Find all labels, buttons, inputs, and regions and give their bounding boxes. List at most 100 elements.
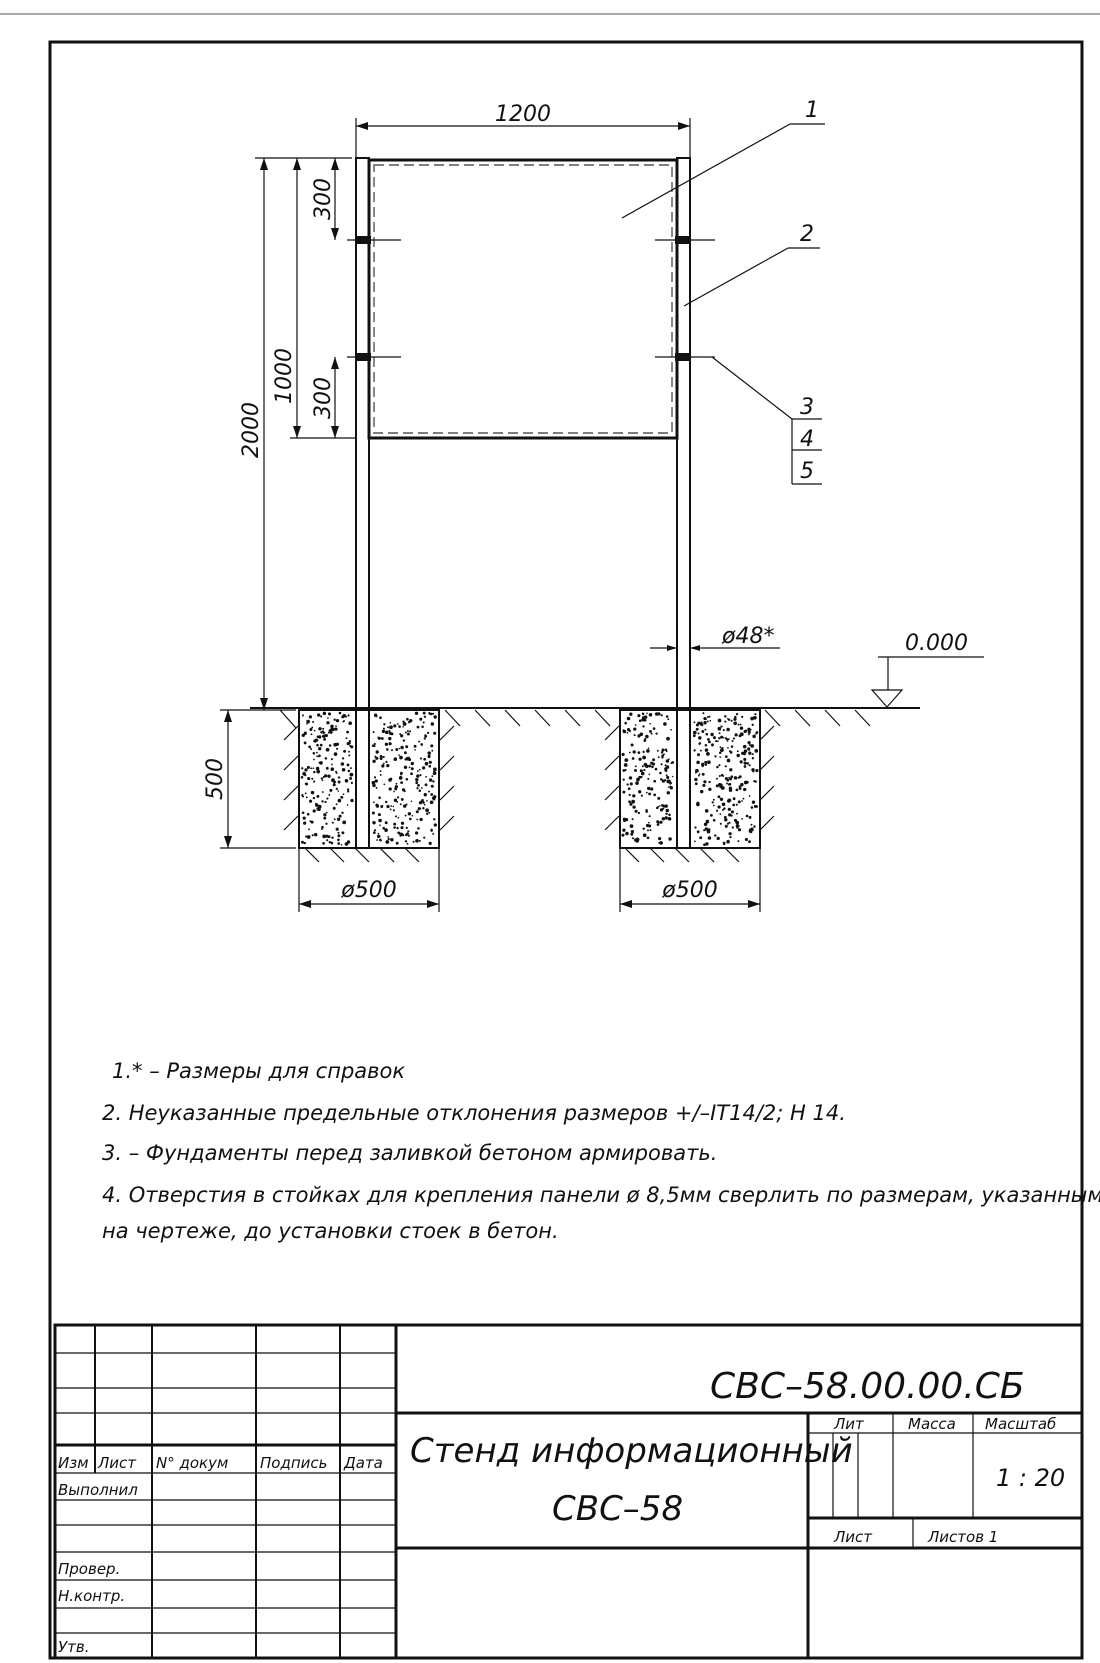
concrete-speckle	[320, 828, 323, 830]
concrete-speckle	[325, 766, 329, 770]
concrete-speckle	[647, 786, 651, 791]
concrete-speckle	[388, 729, 391, 733]
concrete-speckle	[430, 829, 433, 832]
concrete-speckle	[693, 749, 696, 752]
concrete-speckle	[733, 721, 737, 726]
concrete-speckle	[728, 786, 733, 790]
concrete-speckle	[347, 714, 350, 717]
concrete-speckle	[372, 820, 376, 825]
concrete-speckle	[665, 750, 668, 753]
concrete-speckle	[393, 757, 398, 761]
concrete-speckle	[371, 811, 375, 815]
concrete-speckle	[417, 784, 420, 787]
concrete-speckle	[726, 758, 731, 763]
concrete-speckle	[747, 733, 750, 736]
concrete-speckle	[344, 779, 349, 783]
concrete-speckle	[628, 793, 631, 797]
concrete-speckle	[323, 813, 327, 817]
concrete-speckle	[692, 734, 696, 738]
concrete-speckle	[342, 713, 347, 718]
concrete-speckle	[718, 764, 721, 767]
concrete-speckle	[423, 757, 427, 761]
concrete-speckle	[419, 774, 422, 777]
concrete-speckle	[392, 809, 395, 812]
concrete-speckle	[667, 816, 672, 821]
concrete-speckle	[419, 717, 423, 721]
concrete-speckle	[671, 761, 675, 764]
concrete-speckle	[660, 714, 663, 717]
concrete-speckle	[694, 826, 697, 829]
concrete-speckle	[327, 712, 332, 716]
concrete-speckle	[338, 814, 342, 818]
concrete-speckle	[745, 780, 749, 784]
concrete-speckle	[405, 778, 409, 781]
concrete-speckle	[750, 806, 754, 809]
concrete-speckle	[325, 822, 328, 825]
tb-role-approved: Утв.	[58, 1638, 90, 1656]
concrete-speckle	[667, 779, 671, 783]
concrete-speckle	[719, 797, 724, 801]
concrete-speckle	[311, 726, 314, 729]
concrete-speckle	[340, 762, 345, 766]
concrete-speckle	[715, 740, 718, 743]
concrete-speckle	[706, 752, 710, 756]
concrete-speckle	[316, 794, 320, 798]
concrete-speckle	[730, 719, 733, 722]
concrete-speckle	[335, 771, 338, 775]
concrete-speckle	[662, 753, 665, 756]
concrete-speckle	[665, 759, 670, 763]
concrete-speckle	[647, 747, 650, 750]
concrete-speckle	[661, 748, 665, 752]
tb-header-date: Дата	[343, 1454, 383, 1472]
concrete-speckle	[312, 809, 316, 813]
concrete-speckle	[396, 826, 399, 830]
concrete-speckle	[710, 814, 713, 817]
concrete-speckle	[751, 800, 756, 804]
concrete-speckle	[390, 805, 393, 807]
concrete-speckle	[705, 732, 709, 736]
concrete-speckle	[312, 721, 315, 723]
dim-foundation-left: ø500	[340, 878, 396, 903]
concrete-speckle	[652, 727, 656, 730]
concrete-speckle	[704, 763, 708, 766]
concrete-speckle	[657, 756, 660, 759]
concrete-speckle	[642, 827, 645, 830]
concrete-speckle	[646, 836, 650, 840]
concrete-speckle	[716, 765, 719, 769]
concrete-speckle	[433, 767, 437, 772]
concrete-speckle	[322, 727, 325, 730]
note-4: 4. Отверстия в стойках для крепления пан…	[102, 1183, 1100, 1207]
concrete-speckle	[385, 800, 388, 804]
concrete-speckle	[327, 717, 329, 719]
concrete-speckle	[718, 732, 721, 735]
concrete-speckle	[376, 834, 381, 839]
concrete-speckle	[657, 796, 661, 800]
concrete-speckle	[405, 833, 407, 836]
concrete-speckle	[696, 760, 700, 765]
concrete-speckle	[699, 789, 704, 794]
tb-role-performed: Выполнил	[58, 1481, 138, 1499]
concrete-speckle	[703, 822, 708, 827]
concrete-speckle	[428, 841, 432, 846]
concrete-speckle	[724, 737, 728, 740]
concrete-speckle	[625, 831, 629, 836]
concrete-speckle	[737, 723, 740, 726]
concrete-speckle	[659, 820, 663, 824]
concrete-speckle	[322, 731, 325, 734]
concrete-speckle	[720, 725, 723, 728]
concrete-speckle	[418, 740, 421, 743]
concrete-speckle	[420, 787, 423, 789]
concrete-speckle	[726, 799, 731, 803]
concrete-speckle	[656, 749, 659, 752]
concrete-speckle	[728, 776, 730, 779]
concrete-speckle	[645, 734, 649, 739]
concrete-speckle	[337, 834, 341, 838]
concrete-speckle	[303, 731, 307, 735]
concrete-speckle	[743, 749, 748, 753]
concrete-speckle	[732, 797, 736, 801]
concrete-speckle	[372, 731, 375, 734]
concrete-speckle	[621, 833, 625, 837]
concrete-speckle	[633, 734, 636, 737]
concrete-speckle	[660, 778, 663, 781]
concrete-speckle	[418, 801, 422, 805]
